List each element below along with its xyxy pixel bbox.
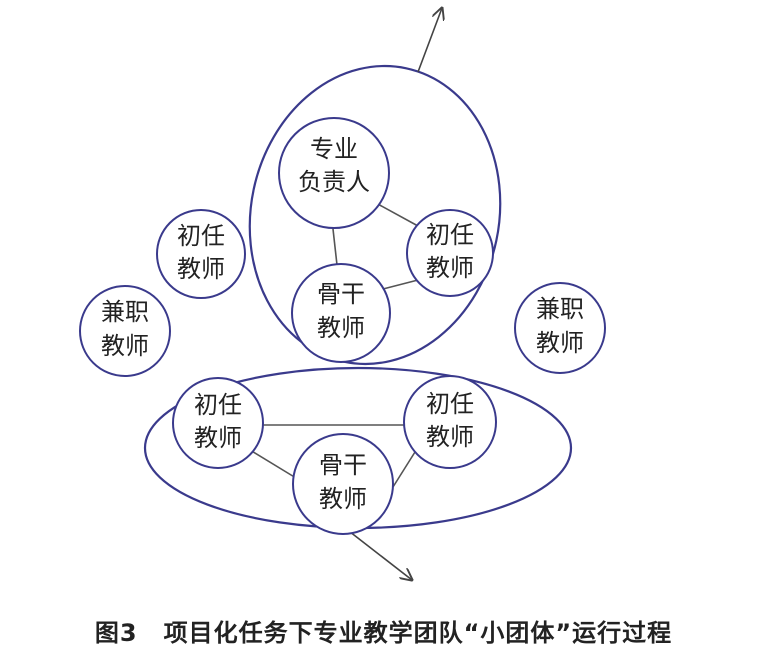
node-novice-bottom-left-line2: 教师 <box>194 424 242 452</box>
upward-arrow <box>417 8 442 73</box>
node-parttime-right-line1: 兼职 <box>536 295 584 323</box>
node-backbone-top-line1: 骨干 <box>317 280 365 308</box>
node-novice-bottom-left: 初任 教师 <box>172 377 264 469</box>
node-novice-bottom-right-line1: 初任 <box>426 390 474 418</box>
node-novice-bottom-right-line2: 教师 <box>426 423 474 451</box>
node-novice-left-line1: 初任 <box>177 222 225 250</box>
figure-number: 图3 <box>94 619 138 647</box>
node-parttime-left: 兼职 教师 <box>79 285 171 377</box>
node-parttime-right: 兼职 教师 <box>514 282 606 374</box>
node-novice-top-right-line1: 初任 <box>426 221 474 249</box>
figure-title: 项目化任务下专业教学团队“小团体”运行过程 <box>163 619 673 647</box>
node-backbone-top-line2: 教师 <box>317 314 365 342</box>
figure-caption: 图3 项目化任务下专业教学团队“小团体”运行过程 <box>0 613 767 648</box>
node-backbone-bottom-line2: 教师 <box>319 485 367 513</box>
node-leader-line1: 专业 <box>310 135 358 163</box>
node-leader-line2: 负责人 <box>298 168 370 196</box>
node-parttime-left-line2: 教师 <box>101 332 149 360</box>
node-novice-bottom-right: 初任 教师 <box>403 375 497 469</box>
link-backbone-novice <box>382 279 419 290</box>
node-backbone-bottom: 骨干 教师 <box>292 433 394 535</box>
node-novice-left-line2: 教师 <box>177 255 225 283</box>
node-novice-bottom-left-line1: 初任 <box>194 391 242 419</box>
node-novice-top-right-line2: 教师 <box>426 254 474 282</box>
node-backbone-bottom-line1: 骨干 <box>319 451 367 479</box>
downward-arrow <box>344 527 412 580</box>
node-parttime-left-line1: 兼职 <box>101 298 149 326</box>
node-leader: 专业 负责人 <box>278 117 390 229</box>
node-novice-top-right: 初任 教师 <box>406 209 494 297</box>
node-parttime-right-line2: 教师 <box>536 329 584 357</box>
node-novice-left: 初任 教师 <box>156 209 246 299</box>
link-novice-backbone <box>249 449 297 479</box>
link-backbone-novice-right <box>392 451 416 488</box>
link-leader-novice <box>375 202 419 227</box>
node-backbone-top: 骨干 教师 <box>291 263 391 363</box>
